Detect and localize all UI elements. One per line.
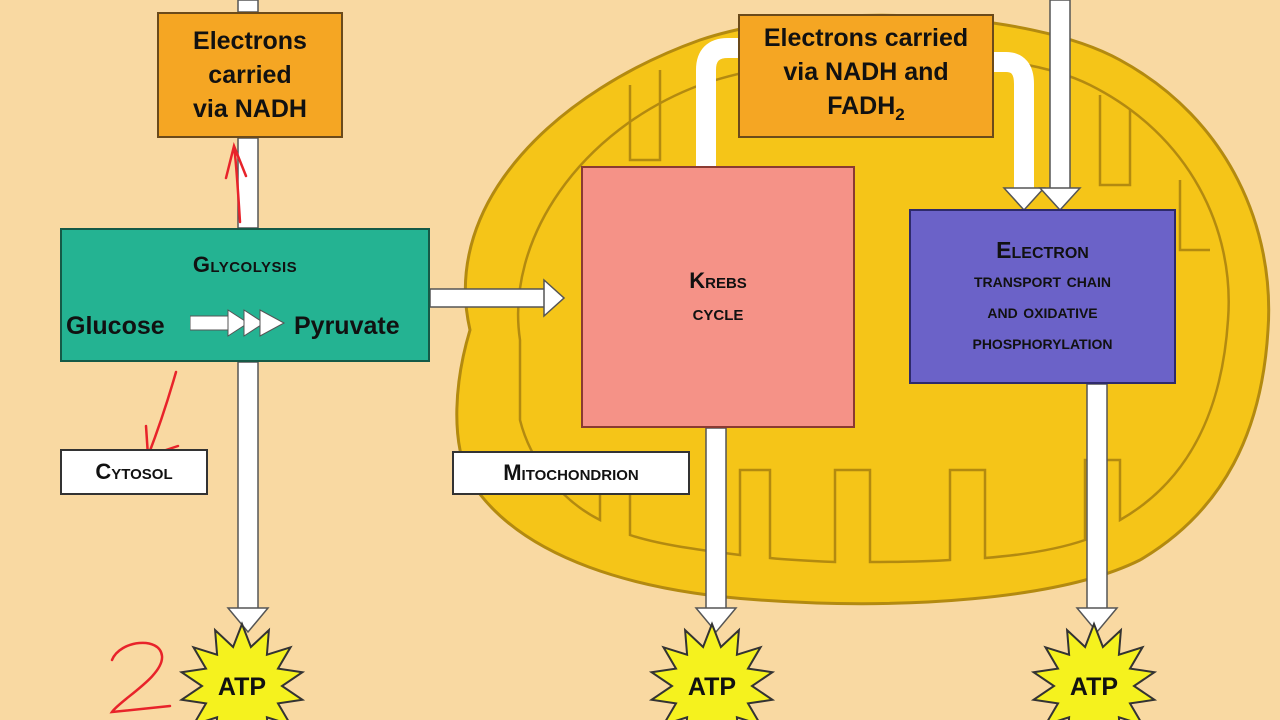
hand-arrow-up xyxy=(224,141,248,224)
etc-input-arrowhead-1 xyxy=(1002,187,1046,212)
etc-line-3: and oxidative xyxy=(987,300,1098,323)
glycolysis-title: Glycolysis xyxy=(192,252,298,277)
nadh-box-2-line-1: Electrons carried xyxy=(763,23,969,52)
nadh-box-cytosol: Electrons carried via NADH xyxy=(157,12,343,138)
atp-burst-3 xyxy=(1030,621,1158,720)
pyruvate-to-krebs-arrow xyxy=(429,278,566,318)
krebs-cycle-box: Krebs cycle xyxy=(581,166,855,428)
nadh-box-1-line-1: Electrons xyxy=(193,27,307,55)
nadh-box-1-line-2: carried xyxy=(208,61,292,89)
glycolysis-box: Glycolysis Glucose Pyruvate xyxy=(60,228,430,362)
nadh-box-2-line-2: via NADH and xyxy=(783,57,949,86)
etc-down-arrow xyxy=(1075,383,1119,634)
nadh-box-2-line-3: FADH2 xyxy=(827,89,905,132)
krebs-down-arrow xyxy=(694,427,738,634)
atp-burst-2 xyxy=(648,621,776,720)
krebs-line-2: cycle xyxy=(692,300,744,325)
atp-label-3: ATP xyxy=(1070,673,1118,701)
etc-line-4: phosphorylation xyxy=(972,331,1113,354)
nadh-fadh-box: Electrons carried via NADH and FADH2 xyxy=(738,14,994,138)
glucose-label: Glucose xyxy=(66,312,165,340)
hand-arrow-down xyxy=(144,370,180,458)
mitochondrion-label: Mitochondrion xyxy=(452,451,690,495)
atp-label-1: ATP xyxy=(218,673,266,701)
pyruvate-label: Pyruvate xyxy=(294,312,400,340)
hand-two xyxy=(109,641,172,714)
nadh-box-1-line-3: via NADH xyxy=(193,95,307,123)
krebs-to-etc-arrow xyxy=(696,38,1034,190)
krebs-line-1: Krebs xyxy=(689,268,747,293)
cytosol-label: Cytosol xyxy=(60,449,208,495)
atp-label-2: ATP xyxy=(688,673,736,701)
atp-burst-1 xyxy=(178,621,306,720)
fadh-text: FADH xyxy=(827,91,896,120)
glycolysis-steps-arrow xyxy=(190,309,286,337)
etc-line-1: Electron xyxy=(996,236,1089,263)
fadh-subscript: 2 xyxy=(895,104,905,124)
electron-transport-box: Electron transport chain and oxidative p… xyxy=(909,209,1176,384)
external-input-arrow xyxy=(1038,0,1082,212)
etc-line-2: transport chain xyxy=(974,269,1111,292)
cristae-top xyxy=(628,70,1210,252)
